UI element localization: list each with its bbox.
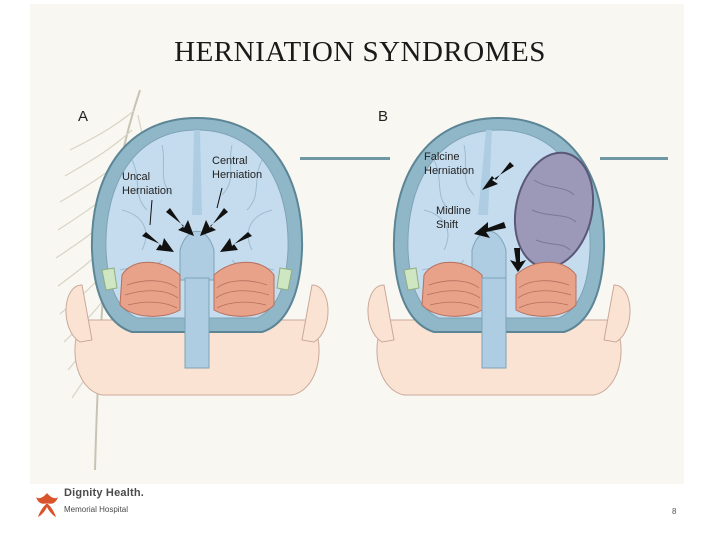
dignity-health-logo: Dignity Health. Memorial Hospital bbox=[34, 487, 184, 527]
slide-title: HERNIATION SYNDROMES bbox=[174, 36, 546, 68]
logo-subtitle: Memorial Hospital bbox=[64, 505, 129, 514]
midline-label-line1: Midline bbox=[436, 205, 471, 217]
accent-rule-right bbox=[600, 157, 668, 160]
central-label-line2: Herniation bbox=[212, 169, 262, 181]
dignity-health-logo-icon bbox=[36, 493, 58, 517]
uncal-label-line2: Herniation bbox=[122, 185, 172, 197]
accent-rule-left bbox=[300, 157, 390, 160]
panel-a-illustration: Uncal Herniation Central Herniation bbox=[65, 116, 329, 396]
falcine-label-line2: Herniation bbox=[424, 165, 474, 177]
midline-label-line2: Shift bbox=[436, 219, 458, 231]
panel-b-label: B bbox=[378, 108, 389, 125]
falcine-label-line1: Falcine bbox=[424, 151, 459, 163]
uncal-label-line1: Uncal bbox=[122, 171, 150, 183]
page-number: 8 bbox=[672, 507, 677, 516]
panel-b-illustration: Falcine Herniation Midline Shift bbox=[367, 116, 631, 396]
central-label-line1: Central bbox=[212, 155, 247, 167]
panel-a-label: A bbox=[78, 108, 89, 125]
logo-title: Dignity Health. bbox=[64, 487, 145, 499]
